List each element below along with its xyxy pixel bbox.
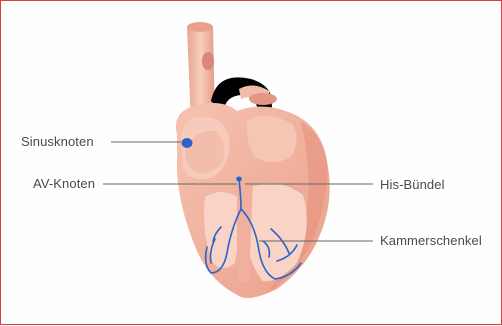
label-av-node: AV-Knoten xyxy=(33,176,95,191)
sinus-node-marker xyxy=(182,138,193,148)
label-his-bundle: His-Bündel xyxy=(380,177,445,192)
av-node-marker xyxy=(236,177,242,182)
label-sinus-node: Sinusknoten xyxy=(21,134,94,149)
heart-body xyxy=(176,103,330,298)
label-bundle-branches: Kammerschenkel xyxy=(380,233,482,248)
